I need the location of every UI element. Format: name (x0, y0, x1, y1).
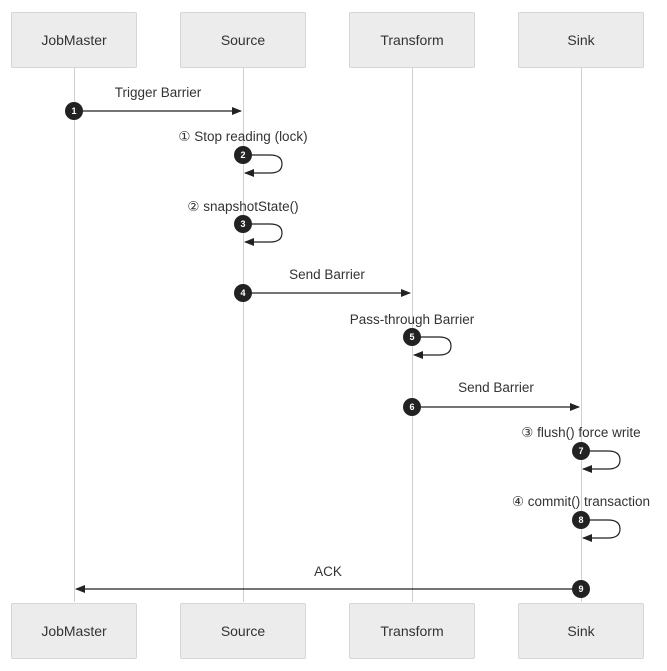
step-marker (234, 215, 252, 233)
message-1: Trigger Barrier 1 (65, 85, 242, 120)
participant-label: Sink (567, 32, 595, 48)
message-label: ACK (314, 564, 342, 579)
message-label: ④ commit() transaction (512, 494, 650, 509)
participant-label: Source (220, 623, 266, 639)
step-number: 5 (409, 332, 414, 342)
message-4: Send Barrier 4 (234, 267, 411, 302)
step-number: 1 (71, 106, 76, 116)
message-label: Pass-through Barrier (350, 312, 475, 327)
message-label: ① Stop reading (lock) (178, 129, 307, 144)
participant-jobmaster-top: JobMaster (11, 12, 137, 68)
step-marker (572, 580, 590, 598)
step-number: 8 (578, 515, 583, 525)
message-label: ③ flush() force write (521, 425, 640, 440)
participant-label: Sink (567, 623, 595, 639)
message-3: ② snapshotState() 3 (187, 199, 299, 246)
message-7: ③ flush() force write 7 (521, 425, 641, 473)
participant-label: JobMaster (41, 32, 107, 48)
participant-transform-bottom: Transform (349, 603, 475, 659)
step-marker (234, 284, 252, 302)
message-8: ④ commit() transaction 8 (512, 494, 650, 542)
participant-source-top: Source (180, 12, 306, 68)
step-marker (65, 102, 83, 120)
message-label: Send Barrier (289, 267, 365, 282)
step-number: 3 (240, 219, 245, 229)
step-number: 7 (578, 446, 583, 456)
message-9: ACK 9 (75, 564, 590, 598)
message-label: ② snapshotState() (187, 199, 298, 214)
message-label: Send Barrier (458, 380, 534, 395)
step-marker (572, 511, 590, 529)
step-number: 2 (240, 150, 245, 160)
participant-sink-bottom: Sink (518, 603, 644, 659)
lifeline-sink (581, 68, 582, 602)
step-number: 9 (578, 584, 583, 594)
message-6: Send Barrier 6 (403, 380, 580, 416)
participant-label: JobMaster (41, 623, 107, 639)
step-number: 4 (240, 288, 245, 298)
step-number: 6 (409, 402, 414, 412)
participant-label: Transform (380, 32, 444, 48)
participant-source-bottom: Source (180, 603, 306, 659)
participant-jobmaster-bottom: JobMaster (11, 603, 137, 659)
participant-label: Transform (380, 623, 444, 639)
step-marker (403, 398, 421, 416)
step-marker (572, 442, 590, 460)
message-label: Trigger Barrier (115, 85, 202, 100)
participant-transform-top: Transform (349, 12, 475, 68)
lifeline-jobmaster (74, 68, 75, 602)
message-2: ① Stop reading (lock) 2 (178, 129, 308, 177)
participant-sink-top: Sink (518, 12, 644, 68)
step-marker (403, 328, 421, 346)
lifeline-source (243, 68, 244, 602)
message-5: Pass-through Barrier 5 (350, 312, 475, 359)
participant-label: Source (220, 32, 266, 48)
step-marker (234, 146, 252, 164)
